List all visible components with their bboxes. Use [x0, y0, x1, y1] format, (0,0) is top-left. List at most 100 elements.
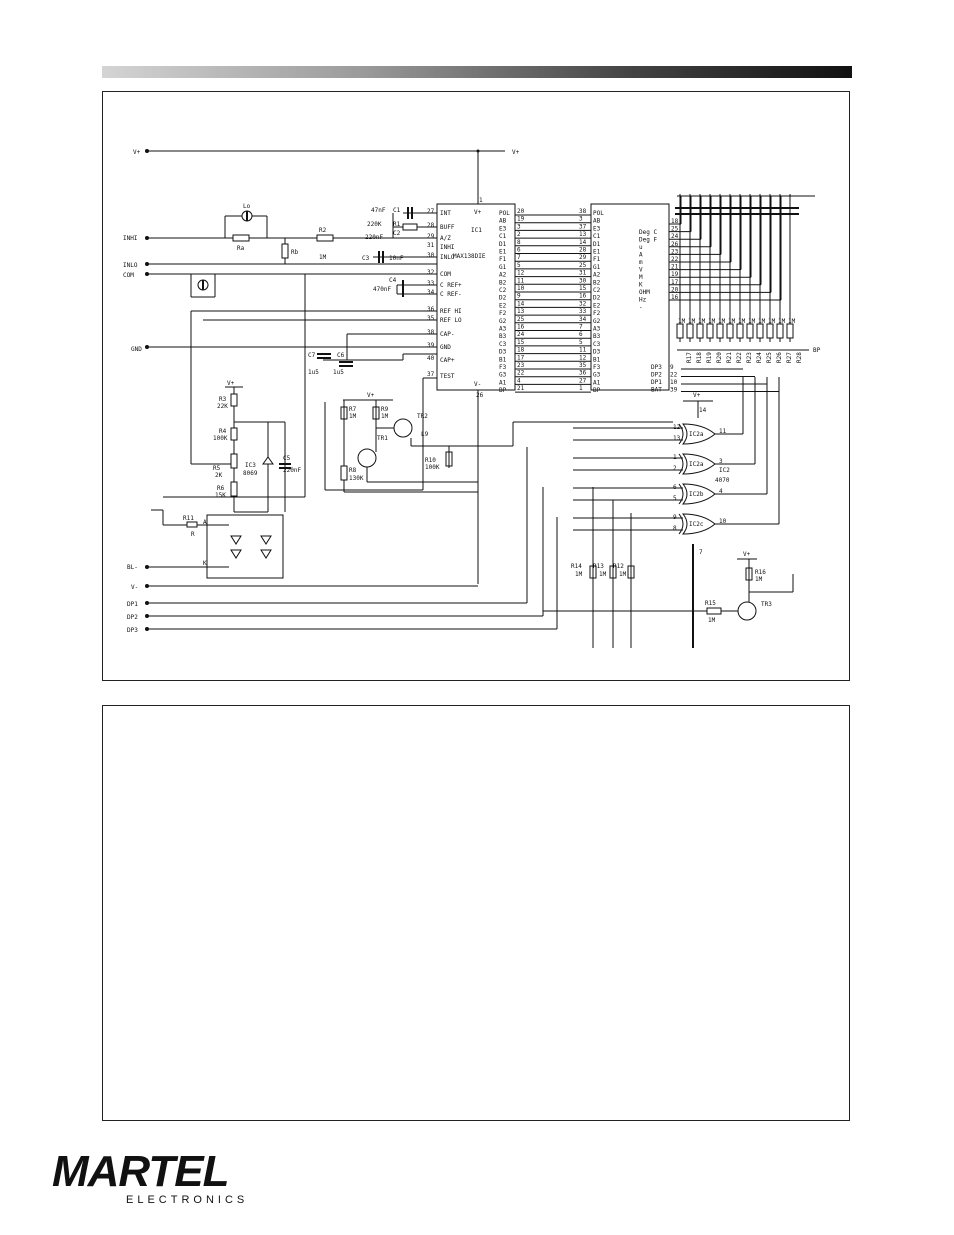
gate-name: IC2a — [689, 431, 704, 438]
ic1-pin-name: CAP+ — [440, 357, 455, 364]
ic1-pin-name: G2 — [499, 318, 507, 325]
lcd-pin-num: 35 — [579, 362, 587, 369]
svg-text:22K: 22K — [217, 403, 228, 410]
svg-text:R1: R1 — [393, 221, 401, 228]
gate-pin: 11 — [719, 428, 727, 435]
ic1-pin-num: 11 — [517, 277, 525, 284]
ic1-pin-num: 30 — [427, 252, 435, 259]
annunciator-resistor-array: 1825242623222119172016R171MR181MR191MR20… — [669, 194, 821, 363]
terminal-label-com: COM — [123, 272, 134, 279]
svg-text:130K: 130K — [349, 475, 364, 482]
svg-text:V+: V+ — [227, 380, 235, 387]
svg-text:R2: R2 — [319, 227, 327, 234]
ic1-pin-num: 15 — [517, 339, 525, 346]
ic1-pin-name: POL — [499, 210, 510, 217]
backlight-block: R11 R A K BL- — [127, 509, 284, 579]
ic1-pin-num: 25 — [517, 316, 525, 323]
ic1-pin-name: G1 — [499, 264, 507, 271]
svg-text:8069: 8069 — [243, 470, 258, 477]
lcd-pin-name: F1 — [593, 256, 601, 263]
ic1-pin-name: INHI — [440, 244, 455, 251]
svg-text:R5: R5 — [213, 465, 221, 472]
gate-pin: 4 — [719, 488, 723, 495]
resistor-value: 1M — [758, 318, 766, 325]
lcd-pin-name: C2 — [593, 287, 601, 294]
svg-text:47nF: 47nF — [371, 207, 386, 214]
svg-text:220nF: 220nF — [365, 234, 383, 241]
lcd-annunciator: m — [639, 259, 643, 266]
xor-gate — [681, 423, 716, 445]
lcd-pin-name: A2 — [593, 272, 601, 279]
terminal-label-bl: BL- — [127, 564, 138, 571]
terminal-label-gnd: GND — [131, 346, 142, 353]
svg-text:C1: C1 — [393, 207, 401, 214]
svg-text:R: R — [191, 531, 195, 538]
input-network: INHI Ra R2 1M Lo Rb INLO COM — [123, 203, 437, 498]
xor-gate-back — [678, 513, 684, 535]
lcd-pin-num: 28 — [579, 247, 587, 254]
xor-gate-back — [678, 453, 684, 475]
svg-text:4070: 4070 — [715, 477, 730, 484]
ic1-pin-name: B1 — [499, 356, 507, 363]
gate-name: IC2b — [689, 491, 704, 498]
ic1-pin-name: BP — [499, 387, 507, 394]
lcd-annunciator: Hz — [639, 297, 647, 304]
svg-text:K: K — [203, 560, 207, 567]
svg-text:1M: 1M — [381, 413, 389, 420]
svg-text:C7: C7 — [308, 352, 316, 359]
lcd-pin-num: 33 — [579, 308, 587, 315]
lcd-annunciator: - — [639, 304, 643, 311]
ic1-pin-name: F3 — [499, 364, 507, 371]
transistor-stage: V+ R7 1M R9 1M TR2 L9 TR1 R8 130K R10 10… — [340, 390, 673, 584]
resistor-value: 1M — [728, 318, 736, 325]
resistor-r19 — [696, 323, 704, 339]
svg-text:C4: C4 — [389, 277, 397, 284]
lcd-pin-num: 1 — [579, 385, 583, 392]
ic1-pin-num: 37 — [427, 371, 435, 378]
xor-gate — [681, 483, 716, 505]
svg-text:1M: 1M — [755, 576, 763, 583]
ic1-pin-num: 24 — [517, 331, 525, 338]
lcd-pin-num: 22 — [670, 372, 678, 379]
resistor-r20 — [706, 323, 714, 339]
resistor-label: R24 — [756, 352, 763, 363]
ic1-pin-name: G3 — [499, 372, 507, 379]
ic1-pin-name: D1 — [499, 241, 507, 248]
ic1-pin-name: COM — [440, 271, 451, 278]
svg-text:1u5: 1u5 — [333, 369, 344, 376]
lcd-pin-name: BP — [593, 387, 601, 394]
terminal-label-dp2: DP2 — [127, 614, 138, 621]
ic1-pin-num: 29 — [427, 233, 435, 240]
ic1-pin-name: C REF- — [440, 291, 462, 298]
lcd-pin-name: C1 — [593, 233, 601, 240]
gate-name: IC2c — [689, 521, 704, 528]
ic1-pin-name: C1 — [499, 233, 507, 240]
lcd-pin-num: 16 — [579, 293, 587, 300]
annunciator-pin-num: 20 — [671, 286, 679, 293]
svg-text:R4: R4 — [219, 428, 227, 435]
svg-text:1M: 1M — [619, 571, 627, 578]
gate-pin: 2 — [673, 465, 677, 472]
svg-text:R14: R14 — [571, 563, 582, 570]
lcd-pin-name: D2 — [593, 295, 601, 302]
ic1-pin-num: 36 — [427, 306, 435, 313]
ic1-pin-num: 20 — [517, 208, 525, 215]
ic1-pin-name: C3 — [499, 341, 507, 348]
ic1-pin-name: B3 — [499, 333, 507, 340]
ic1-pin-name: INLO — [440, 254, 455, 261]
gate-pin: 10 — [719, 518, 727, 525]
svg-text:7: 7 — [699, 549, 703, 556]
ic1-pin-name: A1 — [499, 379, 507, 386]
lcd-pin-name: DP1 — [651, 379, 662, 386]
lcd-annunciator: V — [639, 267, 643, 274]
gate-pin: 13 — [673, 435, 681, 442]
ic1-pin-num: 38 — [427, 329, 435, 336]
lcd-pin-name: C3 — [593, 341, 601, 348]
lcd-annunciator: M — [639, 274, 643, 281]
resistor-label: R19 — [706, 352, 713, 363]
svg-text:1M: 1M — [575, 571, 583, 578]
ic1-pin-num: 13 — [517, 308, 525, 315]
lcd-pin-name: B1 — [593, 356, 601, 363]
martel-logo: MARTEL ELECTRONICS — [52, 1150, 252, 1210]
ic1-pin-num: 16 — [517, 324, 525, 331]
